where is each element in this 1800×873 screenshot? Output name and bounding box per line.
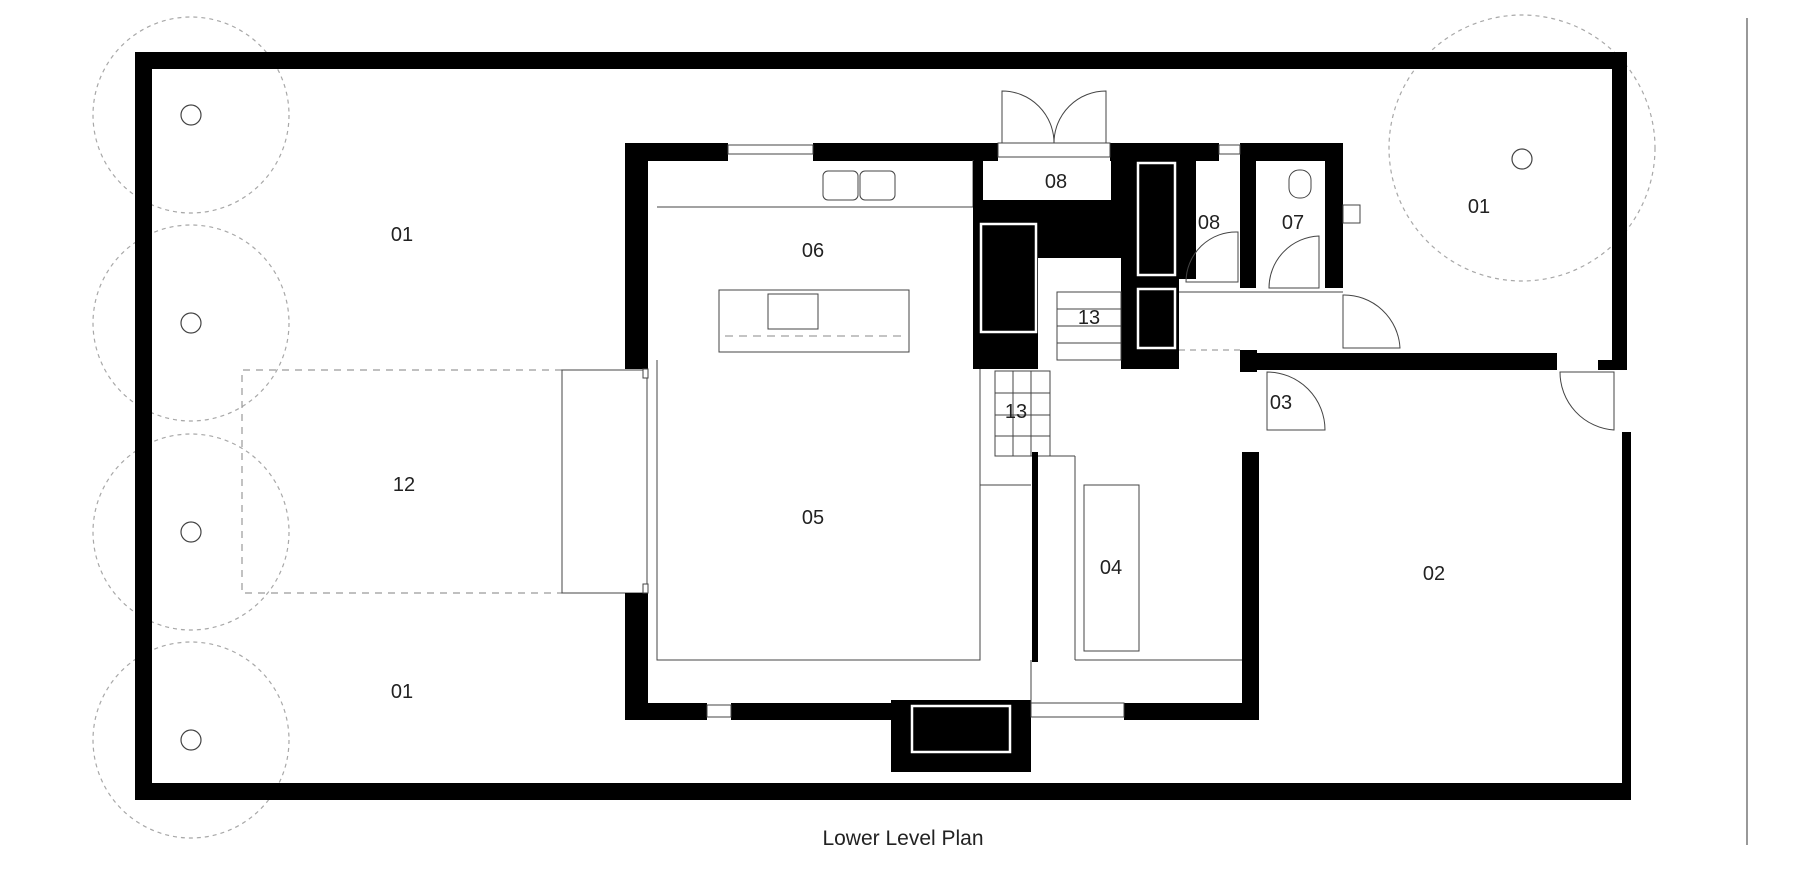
room-label-13: 13: [1005, 401, 1027, 423]
slider-jamb: [642, 368, 649, 379]
door-swing: [1342, 294, 1401, 349]
hall-walls: [1030, 350, 1615, 703]
toilet-icon: [1288, 169, 1312, 199]
room-label-03: 03: [1270, 392, 1292, 414]
window: [727, 144, 814, 155]
house-walls: [625, 143, 1612, 772]
vent-icon: [1342, 204, 1361, 224]
site-boundary-wall: [135, 52, 1631, 800]
sink-icon: [859, 170, 896, 201]
room-label-04: 04: [1100, 557, 1122, 579]
plan-caption: Lower Level Plan: [822, 827, 983, 850]
stair-core: [973, 161, 1179, 457]
tree-icon: [92, 641, 290, 839]
entry-doors: [973, 90, 1121, 213]
storage-unit: [1083, 484, 1140, 652]
room-label-01: 01: [391, 681, 413, 703]
room-label-12: 12: [393, 474, 415, 496]
terrace-step: [561, 369, 648, 594]
living-room-outline: [656, 360, 981, 661]
kitchen-island: [718, 289, 910, 353]
tree-icon: [92, 224, 290, 422]
sink-icon: [822, 170, 859, 201]
slider-jamb: [642, 583, 649, 594]
tree-icon: [92, 433, 290, 631]
window: [1030, 702, 1125, 718]
door-swing: [1266, 371, 1326, 431]
door-swing: [1268, 235, 1320, 289]
room-label-13: 13: [1078, 307, 1100, 329]
room-label-01: 01: [391, 224, 413, 246]
room-label-05: 05: [802, 507, 824, 529]
tree-icon: [92, 16, 290, 214]
room-label-01: 01: [1468, 196, 1490, 218]
window: [706, 704, 732, 718]
room-labels: 01 01 01 12 06 05 08 08 07 13 13 03 04 0…: [391, 171, 1490, 703]
room-label-07: 07: [1282, 212, 1304, 234]
cooktop-icon: [767, 293, 819, 330]
door-swing: [1185, 231, 1239, 283]
room-label-08: 08: [1045, 171, 1067, 193]
trees: [92, 14, 1656, 839]
room-label-02: 02: [1423, 563, 1445, 585]
covered-terrace-outline: [241, 369, 562, 594]
service-rooms: [1179, 161, 1401, 351]
tree-icon: [1388, 14, 1656, 282]
room-label-08: 08: [1198, 212, 1220, 234]
room-label-06: 06: [802, 240, 824, 262]
window: [1218, 144, 1241, 155]
door-swing: [1559, 371, 1615, 431]
